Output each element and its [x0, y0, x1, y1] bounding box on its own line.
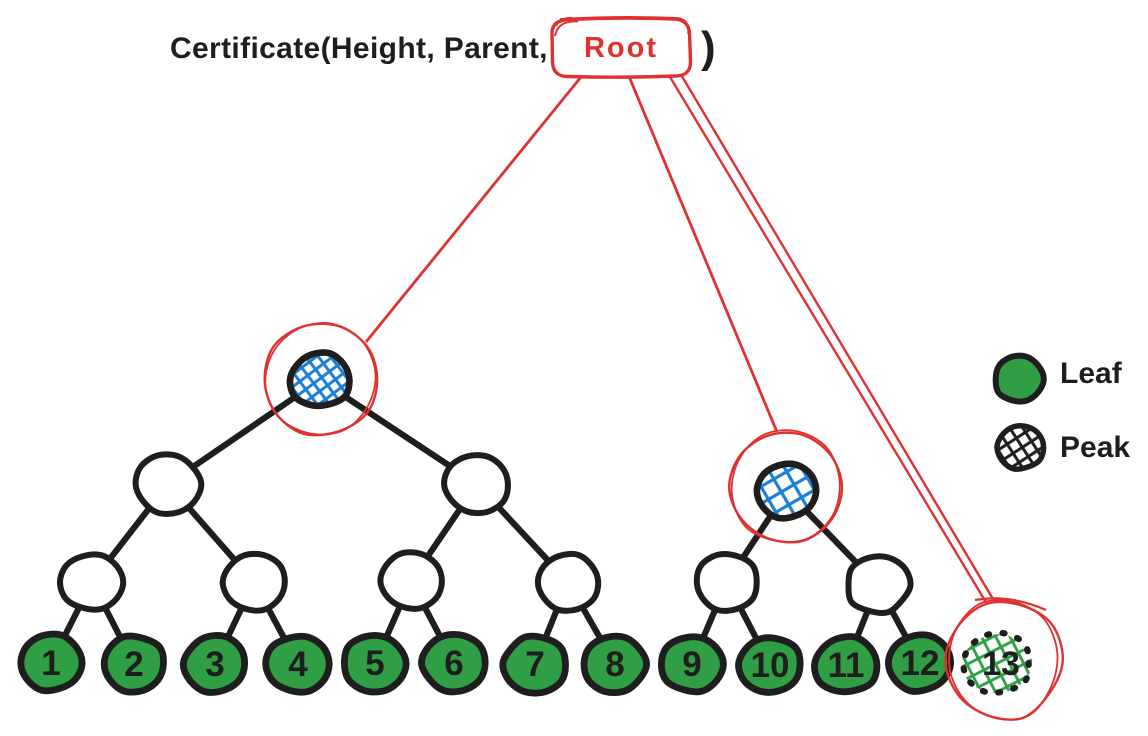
svg-text:12: 12	[901, 644, 940, 683]
svg-text:Certificate(Height, Parent,: Certificate(Height, Parent,	[170, 32, 548, 65]
svg-text:): )	[701, 23, 716, 72]
svg-text:6: 6	[444, 644, 463, 683]
svg-text:13: 13	[982, 645, 1020, 683]
svg-text:7: 7	[525, 645, 544, 684]
svg-text:10: 10	[751, 646, 790, 685]
svg-text:2: 2	[124, 645, 143, 684]
svg-text:3: 3	[205, 645, 224, 684]
svg-text:4: 4	[288, 645, 308, 684]
svg-text:Leaf: Leaf	[1060, 357, 1123, 390]
svg-text:1: 1	[41, 644, 60, 683]
svg-text:5: 5	[365, 644, 384, 683]
svg-text:11: 11	[828, 646, 865, 685]
svg-text:8: 8	[605, 645, 624, 684]
svg-text:9: 9	[682, 645, 701, 684]
svg-text:Peak: Peak	[1060, 431, 1130, 464]
svg-text:Root: Root	[584, 32, 658, 64]
